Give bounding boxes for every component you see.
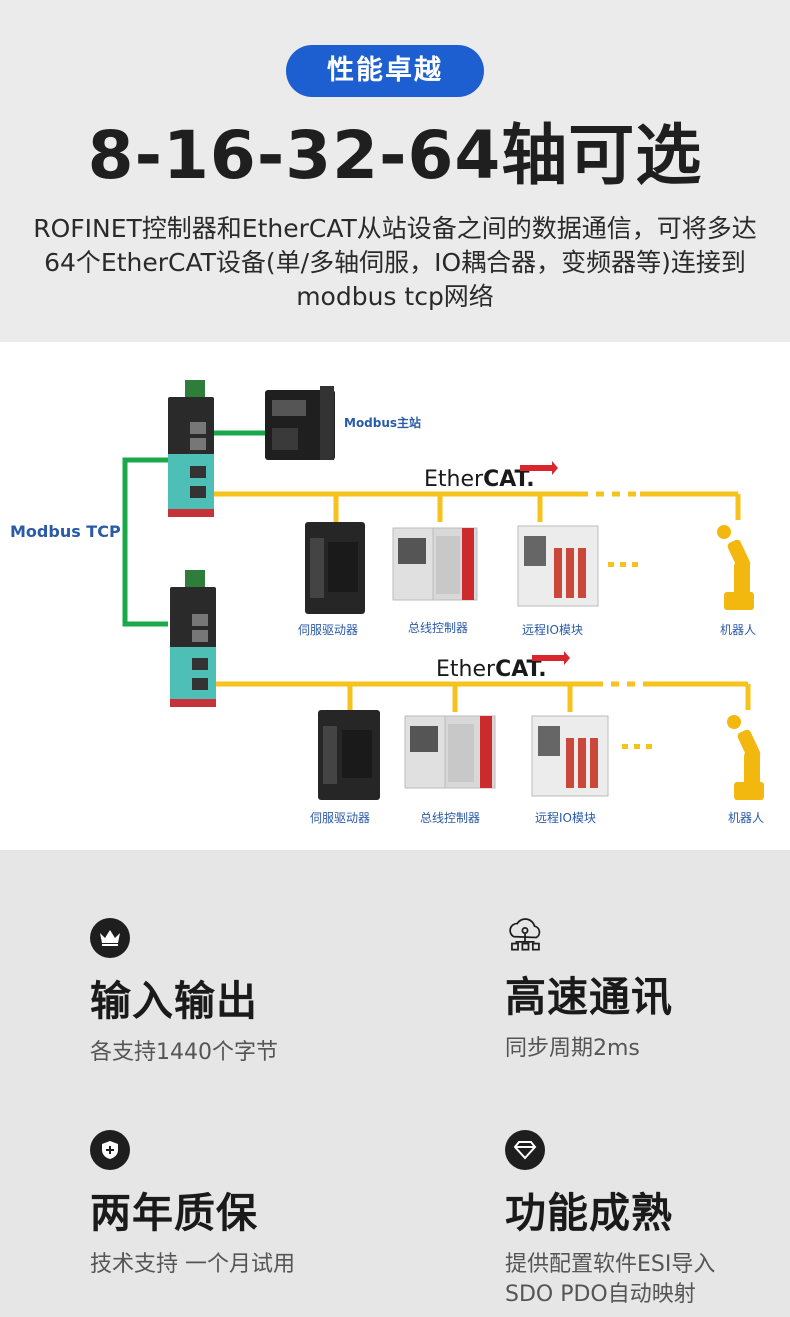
feature-desc: 提供配置软件ESI导入 SDO PDO自动映射: [505, 1252, 716, 1307]
feature-io: 输入输出 各支持1440个字节: [90, 918, 390, 1068]
feature-title: 高速通讯: [505, 973, 673, 1021]
header-section: 性能卓越 8-16-32-64轴可选 ROFINET控制器和EtherCAT从站…: [0, 0, 790, 342]
feature-desc: 各支持1440个字节: [90, 1040, 278, 1065]
modbus-tcp-label: Modbus TCP: [10, 522, 121, 541]
robot-label-1: 机器人: [720, 623, 756, 637]
feature-desc: 同步周期2ms: [505, 1036, 640, 1061]
description: ROFINET控制器和EtherCAT从站设备之间的数据通信，可将多达64个Et…: [33, 214, 757, 311]
remote-io-label-2: 远程IO模块: [535, 810, 596, 825]
diamond-icon: [505, 1130, 545, 1170]
gateway-device-1: [168, 380, 214, 517]
dots-1: [608, 562, 638, 567]
shield-plus-icon: [90, 1130, 130, 1170]
bus-controller-1: [392, 527, 478, 601]
robot-label-2: 机器人: [728, 811, 764, 825]
bus-controller-2: [404, 715, 496, 789]
ethercat-logo-2: EtherCAT.: [436, 651, 570, 682]
servo-drive-2: [318, 710, 380, 800]
feature-mature: 功能成熟 提供配置软件ESI导入 SDO PDO自动映射: [505, 1130, 790, 1310]
remote-io-label-1: 远程IO模块: [522, 622, 583, 637]
servo-label-1: 伺服驱动器: [298, 623, 358, 637]
modbus-lines: [122, 430, 270, 627]
headline: 8-16-32-64轴可选: [87, 117, 703, 194]
remote-io-2: [531, 715, 609, 797]
bus-controller-label-2: 总线控制器: [420, 811, 480, 825]
feature-desc: 技术支持 一个月试用: [90, 1252, 295, 1277]
network-diagram: EtherCAT. EtherCAT. Modbus TCP Modbus主站 …: [0, 342, 790, 850]
robot-1: [717, 525, 754, 610]
performance-badge: 性能卓越: [286, 45, 484, 97]
modbus-master-label: Modbus主站: [344, 415, 421, 430]
modbus-master-plc: [265, 386, 335, 460]
robot-2: [727, 715, 764, 800]
gateway-device-2: [170, 570, 216, 707]
ethercat-lines-row1: [213, 491, 741, 522]
dots-2: [622, 744, 652, 749]
feature-warranty: 两年质保 技术支持 一个月试用: [90, 1130, 390, 1280]
feature-title: 输入输出: [90, 977, 258, 1025]
cloud-network-icon: [505, 914, 545, 954]
servo-drive-1: [305, 522, 365, 614]
feature-title: 功能成熟: [505, 1189, 673, 1237]
crown-icon: [90, 918, 130, 958]
remote-io-1: [517, 525, 599, 607]
network-diagram-svg: EtherCAT. EtherCAT. Modbus TCP Modbus主站 …: [10, 380, 764, 825]
bus-controller-label-1: 总线控制器: [408, 621, 468, 635]
features-section: 输入输出 各支持1440个字节 高速通讯 同步周期2ms 两年质保 技术支持 一…: [0, 850, 790, 1317]
feature-title: 两年质保: [90, 1189, 258, 1237]
svg-text:EtherCAT.: EtherCAT.: [436, 657, 547, 682]
ethercat-lines-row2: [213, 681, 751, 712]
feature-speed: 高速通讯 同步周期2ms: [505, 914, 790, 1064]
svg-text:EtherCAT.: EtherCAT.: [424, 467, 535, 492]
servo-label-2: 伺服驱动器: [310, 811, 370, 825]
ethercat-logo-1: EtherCAT.: [424, 461, 558, 492]
